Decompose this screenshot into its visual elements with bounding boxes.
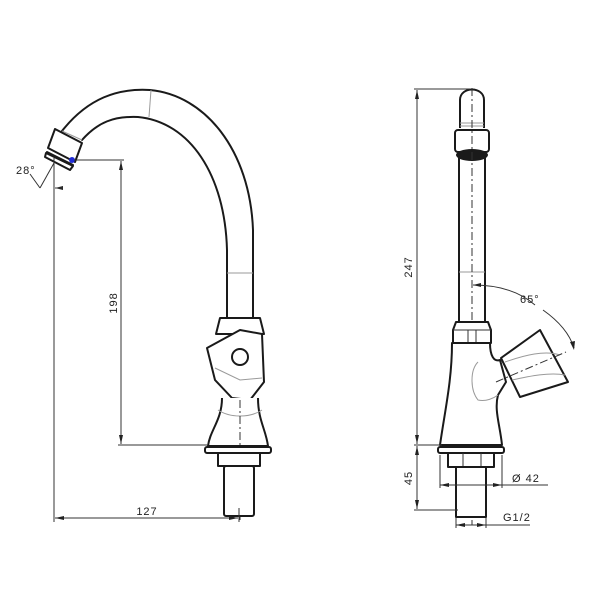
handle-angle-label: 65° (520, 294, 540, 306)
total-height-label: 247 (403, 256, 415, 277)
spout-inner-curve (81, 115, 228, 319)
shank-side (455, 466, 487, 518)
base-height-label: 45 (403, 471, 415, 485)
spout-reach-label: 127 (136, 506, 157, 518)
valve-body-side (439, 342, 507, 446)
angle-arc (29, 173, 41, 189)
spout-outlet-point (69, 157, 75, 163)
dimension-arrow (55, 516, 64, 520)
handle-cone (500, 329, 569, 398)
side-view: 247 45 Ø 42 G1/2 65° (403, 88, 575, 528)
dimension-arrow (477, 523, 486, 527)
dimension-arrow (456, 523, 465, 527)
handle-screw (231, 348, 249, 366)
handle-lever (206, 329, 265, 401)
mounting-nut (217, 452, 261, 467)
dimension-arrow (493, 483, 502, 487)
dimension-arrow (415, 500, 419, 509)
dimension-arrow (415, 435, 419, 444)
valve-body (207, 397, 269, 447)
handle-edge (214, 367, 263, 381)
aerator-nozzle (47, 128, 83, 163)
body-nut (215, 317, 265, 335)
handle-cone-detail (504, 352, 566, 381)
dimension-arrow (440, 483, 449, 487)
front-view: 198 127 28° (16, 88, 272, 522)
spout-angle-label: 28° (16, 165, 36, 177)
spout-joint-line (148, 89, 152, 118)
dimension-arrow (229, 516, 238, 520)
dimension-arrow (119, 161, 123, 170)
spout-height-label: 198 (108, 292, 120, 313)
angle-extension (39, 162, 55, 189)
dimension-arrow (570, 341, 575, 350)
dimension-arrow (119, 435, 123, 444)
thread-size-label: G1/2 (503, 512, 531, 524)
dimension-arrow (473, 283, 481, 287)
dimension-arrow (415, 446, 419, 455)
base-diameter-label: Ø 42 (512, 473, 540, 485)
mounting-nut-side (447, 452, 495, 468)
dimension-arrow (415, 90, 419, 99)
spout-outer-curve (61, 88, 254, 319)
valve-body-detail-side (471, 361, 499, 401)
handle-axis (495, 351, 567, 383)
body-nut-side (452, 321, 492, 344)
aerator-tip (44, 152, 74, 171)
